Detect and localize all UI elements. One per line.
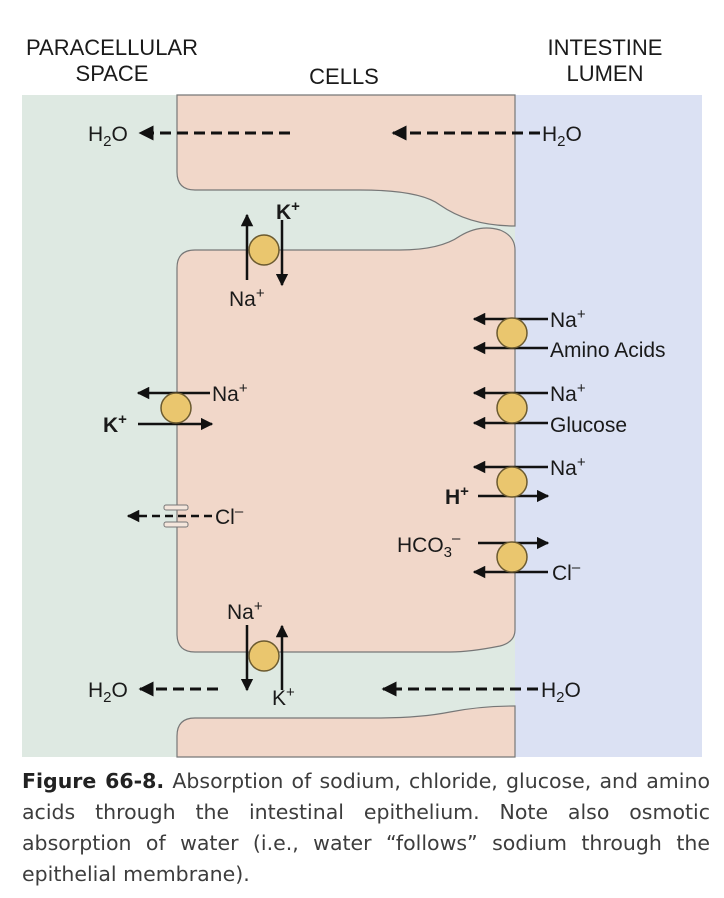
paracellular-label-line1: PARACELLULAR [26,35,198,60]
na-pump-top: Na+ [229,285,265,311]
na-glu-carrier [496,392,528,424]
k-baso-label: K+ [103,411,127,437]
figure-caption: Figure 66-8. Absorption of sodium, chlor… [22,766,710,890]
cells-label: CELLS [309,64,379,89]
h-ion-label: H+ [445,483,469,509]
cl-channel-top [163,504,189,511]
paracellular-label-line2: SPACE [76,61,149,86]
cl-lumen-label: Cl– [552,559,581,585]
cell-bottom [176,705,516,758]
k-pump-top: K+ [276,198,300,224]
na-lumen-1: Na+ [550,306,586,332]
h2o-bottom-left: H2O [88,679,128,706]
h2o-top-right: H2O [542,123,582,150]
na-aa-carrier [496,317,528,349]
h2o-bottom-right: H2O [541,679,581,706]
lumen-label-line1: INTESTINE [548,35,663,60]
intestine-lumen [515,95,702,757]
lumen-label-line2: LUMEN [566,61,643,86]
pump-bottom-carrier [248,640,280,672]
glucose-label: Glucose [550,414,627,437]
na-pump-bottom: Na+ [227,598,263,624]
epithelium-diagram: PARACELLULAR SPACE CELLS INTESTINE LUMEN… [22,35,702,758]
cl-baso-label: Cl– [215,503,244,529]
figure-label: Figure 66-8. [22,769,165,793]
cell-top [176,94,516,227]
k-pump-bottom: K+ [272,684,295,710]
hco3-label: HCO3– [397,530,461,561]
h2o-top-left: H2O [88,123,128,150]
baso-carrier [160,392,192,424]
cell-middle [176,227,516,653]
pump-top-carrier [248,234,280,266]
na-lumen-3: Na+ [550,454,586,480]
na-lumen-2: Na+ [550,380,586,406]
hco3-cl-carrier [496,541,528,573]
na-baso-label: Na+ [212,380,248,406]
amino-acids-label: Amino Acids [550,339,666,362]
caption-text: Absorption of sodium, chloride, glucose,… [22,769,710,886]
cl-channel-bottom [163,521,189,528]
na-h-carrier [496,466,528,498]
